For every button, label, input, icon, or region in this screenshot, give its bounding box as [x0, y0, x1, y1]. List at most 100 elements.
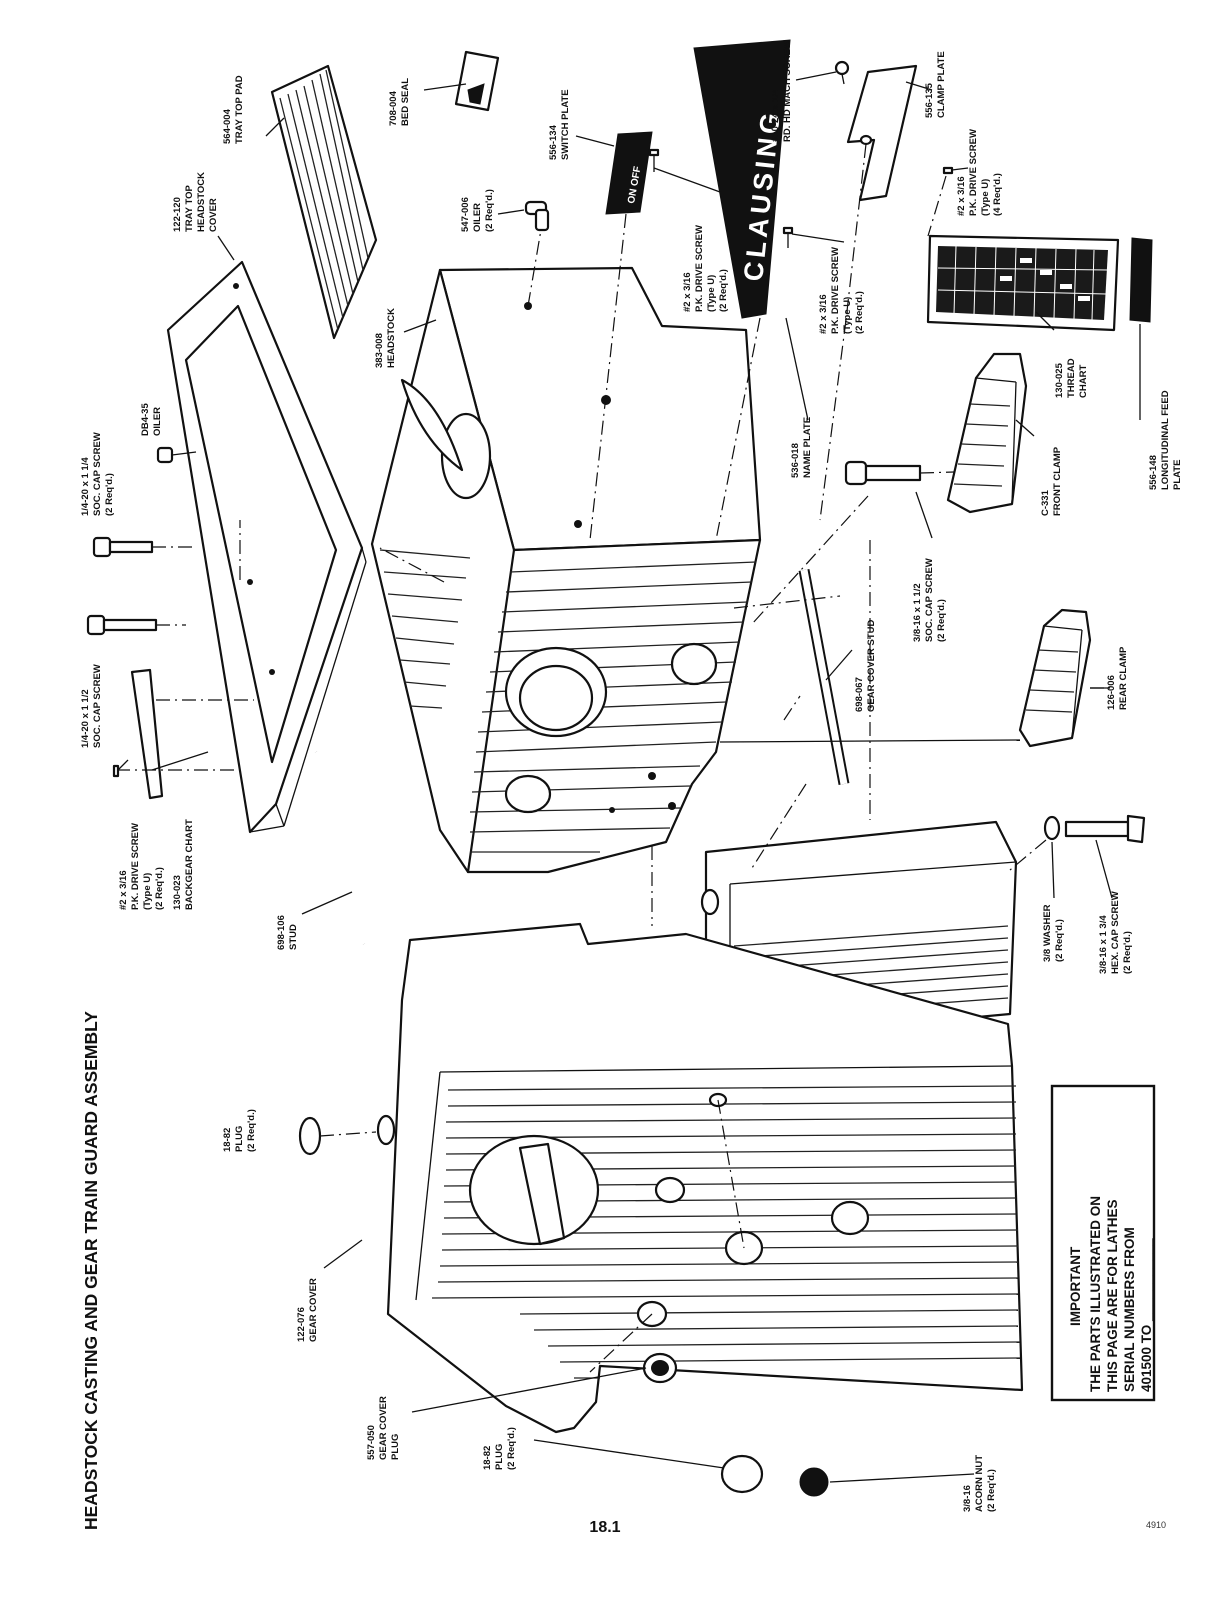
front-clamp	[946, 352, 1028, 514]
notice-line: 401500 TO ___________	[1139, 1238, 1154, 1392]
notice-heading: IMPORTANT	[1068, 1246, 1083, 1326]
label-line: C-331	[1040, 489, 1051, 516]
label-line: 18-82	[222, 1128, 233, 1152]
label-line: (Type U)	[980, 179, 991, 216]
callout-headstock-cover: 122-120 TRAY TOP HEADSTOCK COVER	[172, 172, 219, 232]
label-line: (2 Req'd.)	[718, 269, 729, 312]
page-number: 18.1	[589, 1519, 620, 1536]
notice-line: SERIAL NUMBERS FROM	[1122, 1227, 1137, 1392]
label-line: 126-006	[1106, 675, 1117, 710]
label-line: LONGITUDINAL FEED	[1160, 390, 1171, 490]
label-line: NAME PLATE	[802, 417, 813, 478]
label-line: 3/8-16	[962, 1485, 973, 1512]
label-line: 122-076	[296, 1307, 307, 1342]
oiler-db4	[156, 446, 197, 464]
callout-stud: 698-106 STUD	[276, 915, 299, 950]
gear-cover	[376, 922, 1024, 1434]
label-line: 383-008	[374, 333, 385, 368]
label-line: (Type U)	[142, 873, 153, 910]
label-line: 3/8 WASHER	[1042, 904, 1053, 962]
callout-soc-cap-1-1-2: 1/4-20 x 1 1/2 SOC. CAP SCREW	[80, 664, 103, 748]
label-line: 556-135	[924, 82, 935, 118]
label-line: (2 Req'd.)	[104, 473, 115, 516]
label-line: PLUG	[234, 1126, 245, 1152]
label-line: CLAMP PLATE	[936, 51, 947, 118]
label-line: OILER	[152, 407, 163, 436]
label-line: HEX. CAP SCREW	[1110, 891, 1121, 974]
label-line: 130-025	[1054, 362, 1065, 398]
label-line: (2 Req'd.)	[986, 1469, 997, 1512]
callout-feed-plate: 556-148 LONGITUDINAL FEED PLATE	[1148, 390, 1183, 490]
thread-chart	[926, 166, 1120, 332]
label-line: DB4-35	[140, 403, 151, 436]
label-line: SOC. CAP SCREW	[92, 664, 103, 748]
label-line: (2 Req'd.)	[154, 867, 165, 910]
label-line: (2 Req'd.)	[484, 189, 495, 232]
gear-cover-stud	[798, 568, 850, 786]
label-line: 18-82	[482, 1446, 493, 1470]
callout-plug-top: 18-82 PLUG (2 Req'd.)	[222, 1109, 257, 1152]
callout-drive-screw-a: #2 x 3/16 P.K. DRIVE SCREW (Type U) (2 R…	[682, 225, 729, 312]
label-line: 556-148	[1148, 455, 1159, 490]
callout-rear-clamp: 126-006 REAR CLAMP	[1106, 646, 1129, 710]
callout-name-plate: 536-018 NAME PLATE	[790, 417, 813, 478]
notice-line: THIS PAGE ARE FOR LATHES	[1105, 1199, 1120, 1392]
stud	[313, 751, 367, 945]
label-line: HEADSTOCK	[196, 172, 207, 232]
bed-seal	[454, 50, 500, 112]
label-line: (2 Req'd.)	[1122, 931, 1133, 974]
callout-soc-cap-1-1-4: 1/4-20 x 1 1/4 SOC. CAP SCREW (2 Req'd.)	[80, 432, 115, 516]
callout-drive-screw-b: #2 x 3/16 P.K. DRIVE SCREW (Type U) (2 R…	[818, 247, 865, 334]
label-line: PLUG	[390, 1434, 401, 1460]
label-line: (2 Req'd.)	[1054, 919, 1065, 962]
plug-top	[298, 1116, 377, 1156]
label-line: REAR CLAMP	[1118, 646, 1129, 710]
callout-hex-cap: 3/8-16 x 1 3/4 HEX. CAP SCREW (2 Req'd.)	[1098, 891, 1133, 974]
label-line: ACORN NUT	[974, 1455, 985, 1512]
label-line: GEAR COVER STUD	[866, 619, 877, 712]
label-line: GEAR COVER	[308, 1278, 319, 1342]
label-line: BED SEAL	[400, 78, 411, 126]
callout-backgear-chart: 130-023 BACKGEAR CHART	[172, 819, 195, 910]
callout-acorn-nut: 3/8-16 ACORN NUT (2 Req'd.)	[962, 1455, 997, 1512]
soc-cap-screw-lower	[86, 614, 186, 636]
leader-lines	[117, 71, 1113, 1483]
callout-mach-screw: #10-24 x 1/4 RD. HD MACH SCREW	[770, 40, 793, 142]
label-line: 557-050	[366, 1425, 377, 1460]
label-line: SOC. CAP SCREW	[924, 558, 935, 642]
callout-washer: 3/8 WASHER (2 Req'd.)	[1042, 904, 1065, 962]
label-line: CHART	[1078, 365, 1089, 398]
callout-gear-cover-stud: 698-067 GEAR COVER STUD	[854, 619, 877, 712]
label-line: 536-018	[790, 443, 801, 478]
document-code: 4910	[1146, 1520, 1166, 1530]
label-line: COVER	[208, 198, 219, 232]
page-title: HEADSTOCK CASTING AND GEAR TRAIN GUARD A…	[81, 1011, 101, 1530]
callout-switch-plate: 556-134 SWITCH PLATE	[548, 89, 571, 160]
label-line: PLATE	[1172, 460, 1183, 490]
callout-gear-cover: 122-076 GEAR COVER	[296, 1278, 319, 1342]
oiler-547	[524, 200, 550, 232]
label-line: #2 x 3/16	[818, 294, 829, 334]
label-line: #10-24 x 1/4	[770, 88, 781, 142]
label-line: (4 Req'd.)	[992, 173, 1003, 216]
label-line: SWITCH PLATE	[560, 89, 571, 160]
callout-oiler-db4: DB4-35 OILER	[140, 403, 163, 436]
callout-plug-bottom: 18-82 PLUG (2 Req'd.)	[482, 1427, 517, 1470]
label-line: TRAY TOP	[184, 185, 195, 232]
label-line: RD. HD MACH SCREW	[782, 40, 793, 142]
callout-thread-chart: 130-025 THREAD CHART	[1054, 358, 1089, 398]
label-line: HEADSTOCK	[386, 308, 397, 368]
important-notice: IMPORTANT THE PARTS ILLUSTRATED ON THIS …	[1050, 1084, 1156, 1402]
label-line: P.K. DRIVE SCREW	[830, 247, 841, 334]
label-line: #2 x 3/16	[956, 176, 967, 216]
label-line: 1/4-20 x 1 1/4	[80, 457, 91, 516]
callout-oiler-547: 547-006 OILER (2 Req'd.)	[460, 189, 495, 232]
label-line: (2 Req'd.)	[246, 1109, 257, 1152]
label-line: (2 Req'd.)	[936, 599, 947, 642]
headstock-cover	[166, 260, 367, 834]
switch-plate: ON OFF	[589, 131, 660, 541]
label-line: 698-106	[276, 915, 287, 950]
label-line: OILER	[472, 203, 483, 232]
rear-clamp	[719, 608, 1110, 748]
